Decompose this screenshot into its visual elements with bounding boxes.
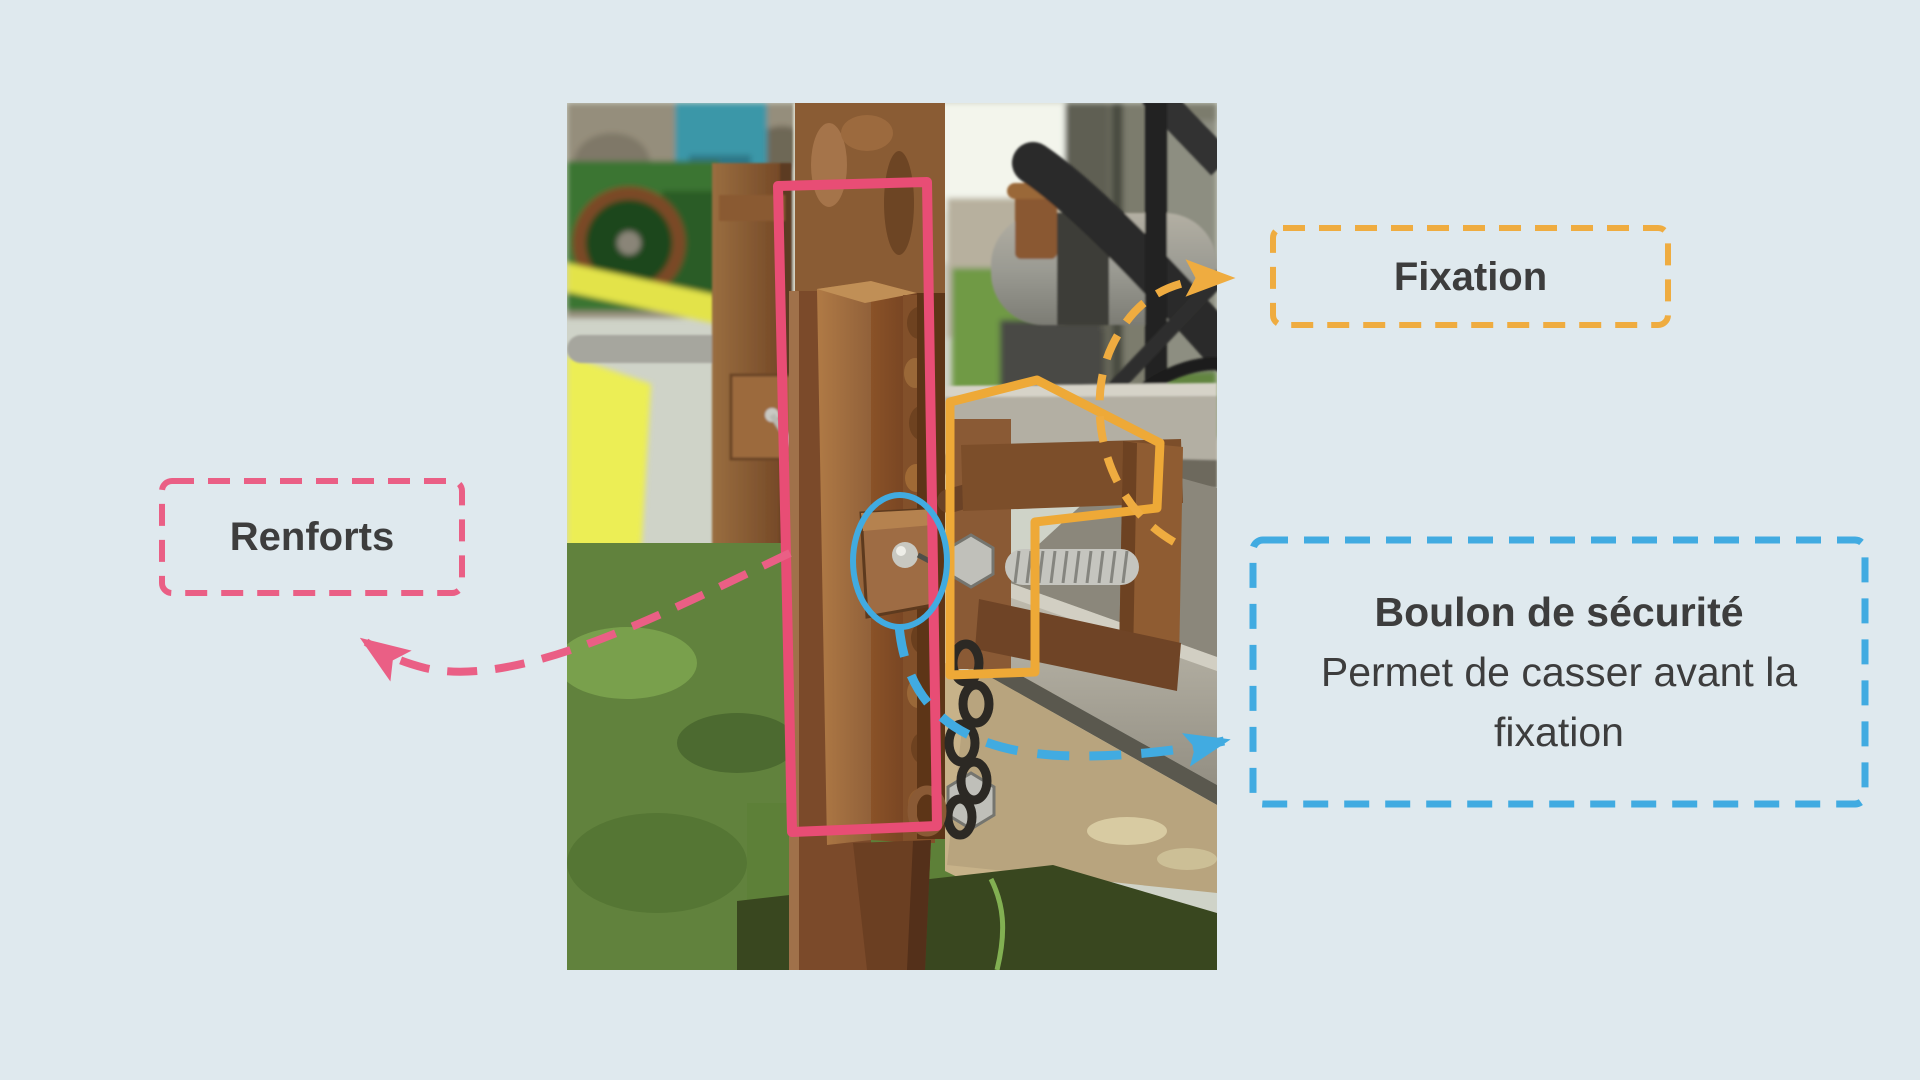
safety-bolt-plate [859, 507, 937, 619]
bracket-plate [729, 373, 797, 461]
renforts-label: Renforts [229, 515, 395, 559]
fixation-label: Fixation [1393, 254, 1548, 299]
threaded-rod [1005, 549, 1139, 585]
hex-bolt-upper [947, 533, 995, 589]
renforts-label-box: Renforts [162, 481, 462, 593]
boulon-title: Boulon de sécurité [1374, 588, 1744, 635]
equipment-photo [567, 103, 1217, 970]
gray-pipe [567, 335, 742, 363]
rusty-valve [1015, 189, 1057, 259]
safety-bolt [892, 542, 918, 568]
yellow-panel [567, 355, 651, 573]
boulon-description: Permet de casser avant la fixation [1320, 649, 1798, 755]
boulon-securite-label-box: Boulon de sécurité Permet de casser avan… [1253, 540, 1865, 804]
fixation-label-box: Fixation [1273, 228, 1668, 325]
yellow-bar [567, 263, 717, 324]
photo-scene [567, 103, 1217, 970]
